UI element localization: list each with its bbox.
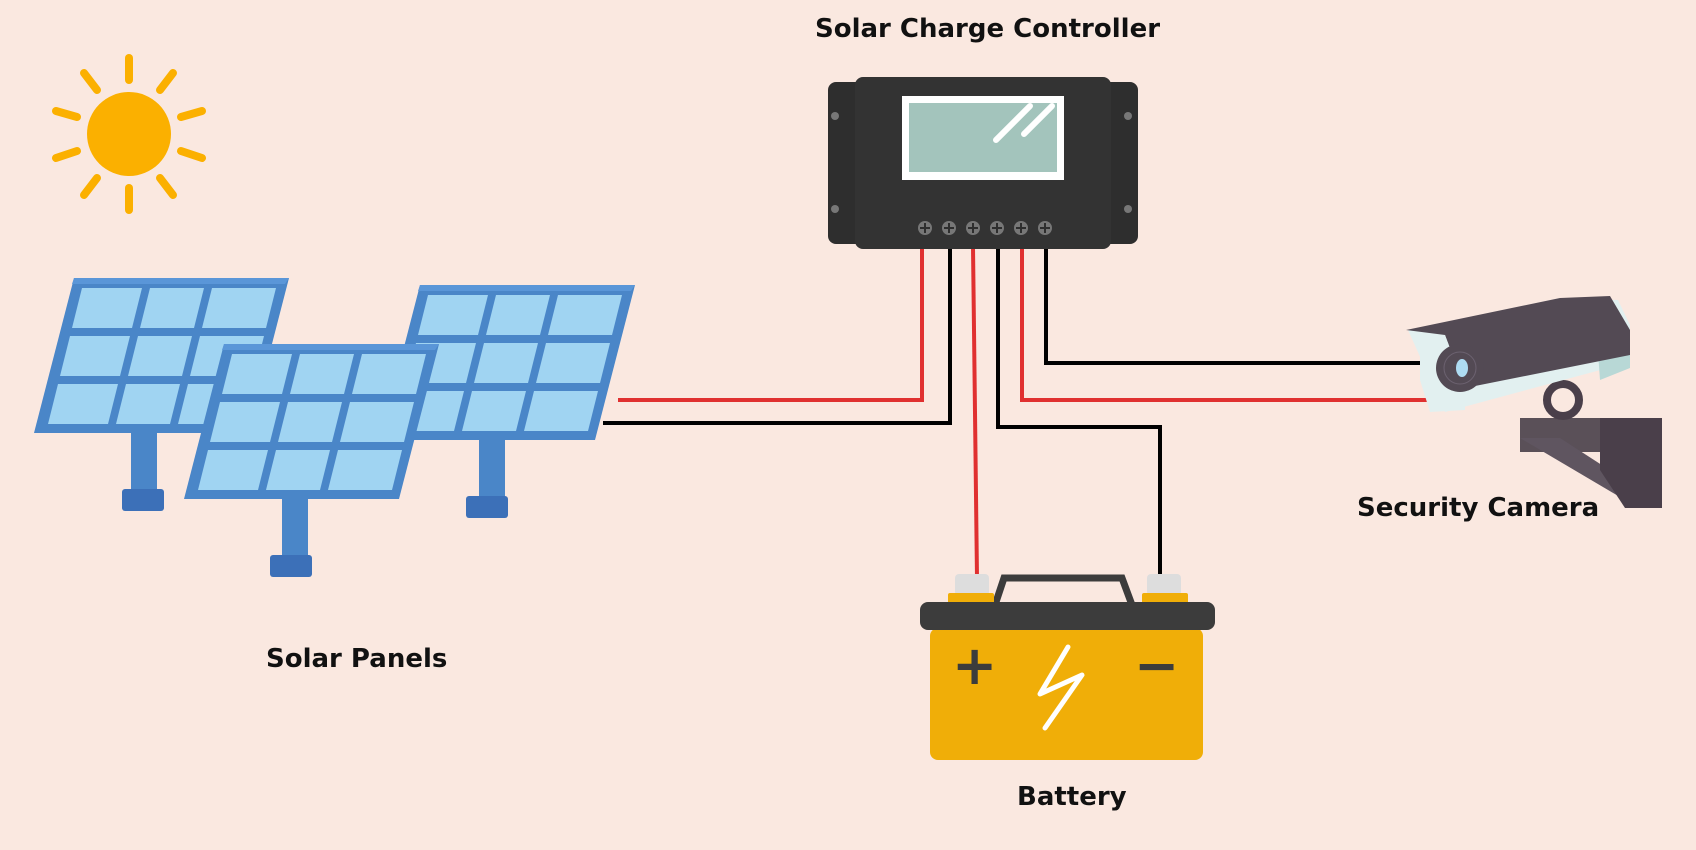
charge-controller [828, 77, 1138, 249]
solar-panel-front [184, 344, 439, 577]
security-camera [1406, 296, 1662, 508]
battery-positive-symbol: + [952, 634, 998, 697]
wire-camera-positive [1020, 247, 1436, 402]
wire-camera-negative [1044, 247, 1420, 365]
sun-icon [52, 54, 206, 214]
battery-terminal-negative [1147, 574, 1181, 596]
wire-battery-positive [971, 246, 979, 579]
solar-panel-back-right [380, 285, 635, 518]
security-camera-label: Security Camera [1357, 493, 1600, 523]
wire-battery-negative [996, 247, 1162, 578]
battery-negative-symbol: − [1134, 634, 1180, 697]
wire-panels-negative [603, 247, 952, 425]
charge-controller-label: Solar Charge Controller [815, 14, 1161, 44]
battery-terminal-positive [955, 574, 989, 596]
solar-panel-back-left [34, 278, 289, 511]
solar-panels [34, 278, 635, 577]
wires [603, 246, 1436, 579]
battery [920, 574, 1215, 760]
battery-label: Battery [1017, 782, 1127, 812]
solar-panels-label: Solar Panels [266, 644, 448, 674]
wire-panels-positive [618, 247, 924, 402]
